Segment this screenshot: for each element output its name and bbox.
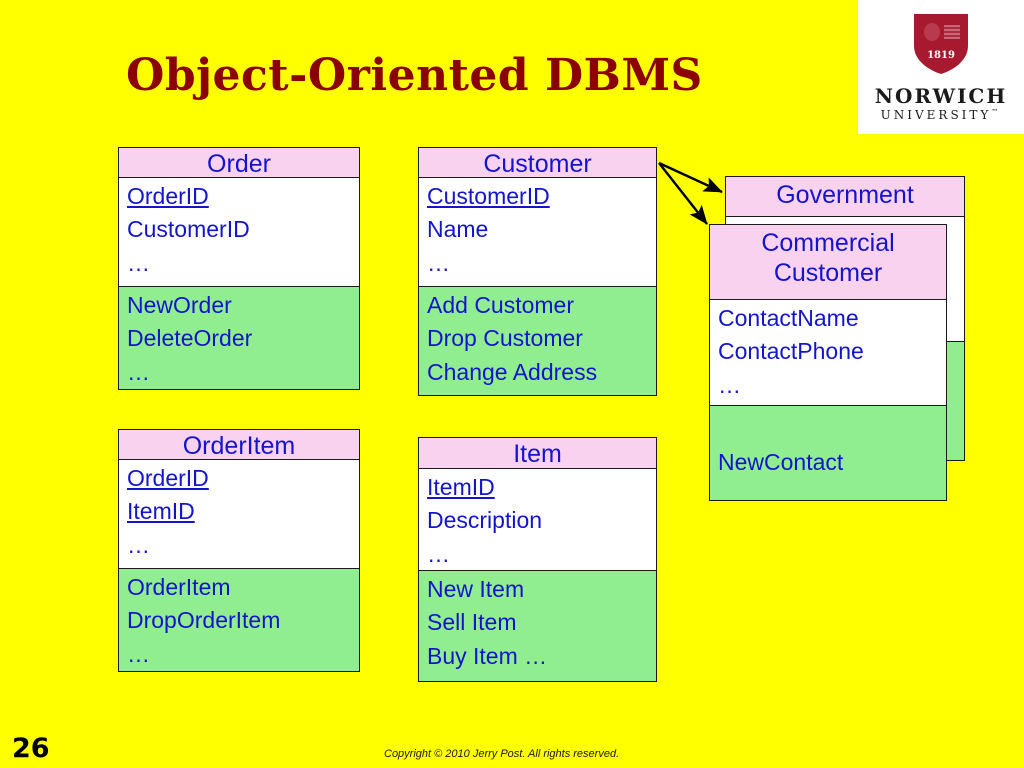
uml-attribute-ellipsis: … [427,540,450,567]
uml-attributes-customer: CustomerID Name … [419,178,656,287]
uml-method: DropOrderItem [127,607,281,634]
uml-attribute: Description [427,507,543,534]
uml-method: Change Address [427,358,598,385]
slide-number: 26 [12,733,50,764]
arrow-customer-to-government [658,161,723,194]
uml-attribute: ContactPhone [718,338,864,365]
uml-method: Add Customer [427,292,575,318]
uml-class-name-line1: Commercial [761,229,895,257]
svg-text:1819: 1819 [927,50,955,61]
uml-attribute-key: OrderID [127,183,209,209]
uml-method: DeleteOrder [127,325,253,352]
uml-attribute: Name [427,216,489,243]
trademark-icon: ™ [991,108,1002,116]
uml-method: OrderItem [127,574,231,600]
uml-class-name-customer: Customer [419,148,656,178]
norwich-university-logo: 1819 NORWICH UNIVERSITY™ [858,0,1024,134]
uml-attribute-key: CustomerID [427,183,550,209]
uml-class-name-item: Item [419,438,656,469]
uml-class-name-government: Government [726,177,964,217]
uml-methods-orderitem: OrderItem DropOrderItem … [119,569,359,671]
uml-attribute: CustomerID [127,216,250,243]
uml-class-orderitem[interactable]: OrderItem OrderID ItemID … OrderItem Dro… [118,429,360,672]
uml-attribute-ellipsis: … [718,371,741,398]
uml-attributes-commercial-customer: ContactName ContactPhone … [710,300,946,406]
uml-class-name-line2: Customer [773,259,883,287]
uml-methods-order: NewOrder DeleteOrder … [119,287,359,389]
uml-attribute-key: OrderID [127,465,209,491]
uml-methods-commercial-customer: NewContact [710,406,946,500]
uml-attribute-key: ItemID [127,498,195,525]
arrow-customer-to-commercial-customer [658,162,708,225]
uml-attributes-order: OrderID CustomerID … [119,178,359,287]
uml-attribute-ellipsis: … [127,249,150,276]
uml-class-item[interactable]: Item ItemID Description … New Item Sell … [418,437,657,682]
uml-methods-item: New Item Sell Item Buy Item … [419,571,656,681]
uml-method: NewContact [718,449,844,475]
uml-class-name-order: Order [119,148,359,178]
uml-class-order[interactable]: Order OrderID CustomerID … NewOrder Dele… [118,147,360,390]
logo-wordmark: NORWICH [874,84,1008,108]
uml-methods-customer: Add Customer Drop Customer Change Addres… [419,287,656,395]
uml-class-name-orderitem: OrderItem [119,430,359,460]
uml-attribute-key: ItemID [427,474,495,500]
uml-class-name-commercial-customer: Commercial Customer [710,225,946,300]
shield-icon: 1819 [910,12,972,76]
uml-attributes-item: ItemID Description … [419,469,656,571]
uml-method: Buy Item … [427,642,548,669]
uml-method-ellipsis: … [127,358,150,385]
page-title: Object-Oriented DBMS [126,50,703,101]
logo-subwordmark: UNIVERSITY™ [880,108,1002,122]
uml-class-commercial-customer[interactable]: Commercial Customer ContactName ContactP… [709,224,947,501]
uml-method: NewOrder [127,292,232,318]
uml-method-ellipsis: … [127,640,150,667]
uml-attribute-ellipsis: … [427,249,450,276]
uml-method: Sell Item [427,609,517,636]
uml-attribute-ellipsis: … [127,531,150,558]
uml-attributes-orderitem: OrderID ItemID … [119,460,359,569]
uml-attribute: ContactName [718,305,859,331]
uml-method: Drop Customer [427,325,583,352]
copyright-notice: Copyright © 2010 Jerry Post. All rights … [384,748,620,760]
uml-method: New Item [427,576,525,602]
uml-class-customer[interactable]: Customer CustomerID Name … Add Customer … [418,147,657,396]
